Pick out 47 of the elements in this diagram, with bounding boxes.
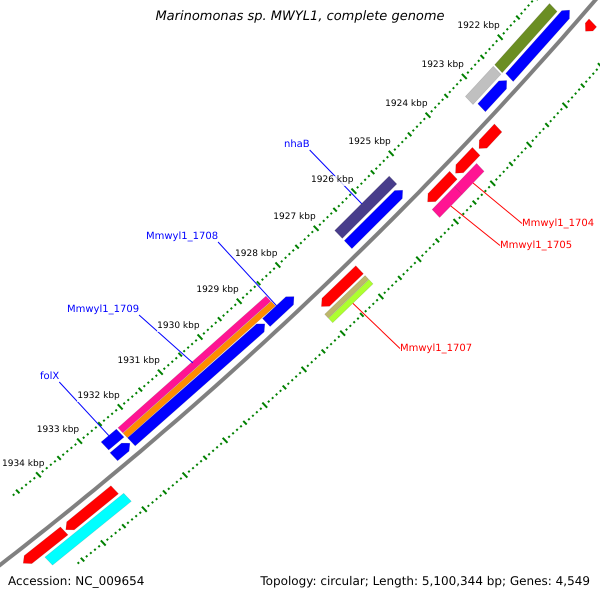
scale-label: 1928 kbp xyxy=(235,250,278,260)
title: Marinomonas sp. MWYL1, complete genome xyxy=(155,10,445,24)
scale-label: 1925 kbp xyxy=(348,138,391,148)
gene-block xyxy=(22,526,68,564)
gene-block xyxy=(262,296,294,327)
gene-block xyxy=(344,190,404,250)
leader-line xyxy=(450,206,500,246)
gene-label: Mmwyl1_1707 xyxy=(400,343,472,354)
gene-bar xyxy=(334,176,398,239)
gene-block xyxy=(65,485,119,530)
scale-label: 1923 kbp xyxy=(421,61,464,72)
scale-label: 1932 kbp xyxy=(77,392,120,402)
gene-label: Mmwyl1_1709 xyxy=(67,304,140,315)
gene-block xyxy=(505,10,570,82)
leader-line xyxy=(352,302,400,349)
scale-label: 1927 kbp xyxy=(273,213,316,224)
scale-label: 1930 kbp xyxy=(157,322,200,332)
scale-label: 1929 kbp xyxy=(196,286,239,296)
gene-bar xyxy=(464,66,502,105)
gene-block xyxy=(585,18,597,32)
gene-block xyxy=(321,265,364,307)
gene-label: Mmwyl1_1705 xyxy=(500,240,572,251)
scale-label: 1922 kbp xyxy=(457,22,500,32)
gene-bar xyxy=(100,428,124,450)
footer-text: Topology: circular; Length: 5,100,344 bp; Genes: 4,549 xyxy=(258,574,592,590)
gene-label: nhaB xyxy=(284,139,310,150)
gene-bar xyxy=(44,492,132,566)
leader-line xyxy=(472,182,522,224)
gene-block xyxy=(427,170,458,202)
gene-label: Mmwyl1_1708 xyxy=(146,231,218,242)
gene-bar xyxy=(454,162,485,195)
footer-text: Accession: NC_009654 xyxy=(6,574,146,590)
gene-bar xyxy=(324,275,374,324)
gene-label: Mmwyl1_1704 xyxy=(522,218,594,229)
scale-label: 1933 kbp xyxy=(36,426,80,436)
scale-label: 1931 kbp xyxy=(117,357,160,367)
gene-bar xyxy=(432,186,462,218)
gene-block xyxy=(455,146,480,174)
scale-label: 1926 kbp xyxy=(311,176,354,186)
leader-line xyxy=(58,382,110,436)
gene-block xyxy=(477,80,507,112)
scale-label: 1924 kbp xyxy=(385,100,428,110)
gene-block xyxy=(478,124,502,149)
scale-label: 1934 kbp xyxy=(2,460,44,470)
gene-block xyxy=(110,442,130,462)
leader-line xyxy=(218,242,277,306)
gene-label: folX xyxy=(40,371,60,382)
